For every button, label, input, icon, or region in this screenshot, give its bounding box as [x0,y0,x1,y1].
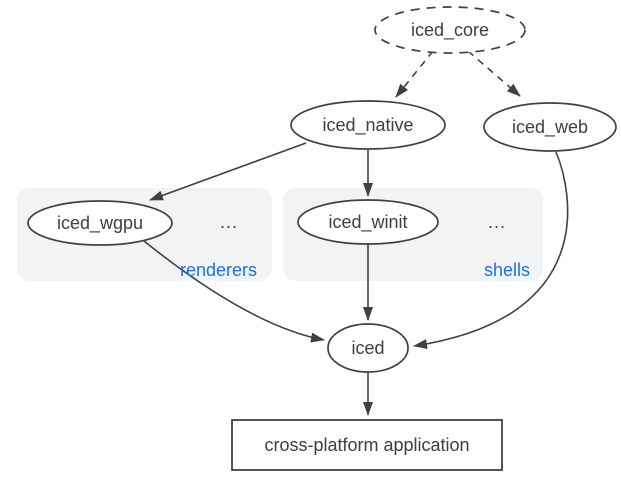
edge-iced-web-to-iced [413,151,569,349]
node-iced-shape [327,323,409,373]
node-iced-web-shape [483,102,617,152]
node-iced-label: iced [351,338,384,358]
group-renderers-label: renderers [180,260,257,280]
group-shells-label: shells [484,260,530,280]
node-iced-wgpu-label: iced_wgpu [57,213,143,234]
node-iced-winit-label: iced_winit [328,212,407,233]
node-application-box [231,419,503,471]
node-iced-core-label: iced_core [411,20,489,41]
node-iced-native-shape [290,100,446,150]
node-iced-wgpu-shape [27,200,173,246]
edge-iced-native-to-iced-wgpu [149,142,307,201]
node-iced-core-shape [374,6,526,54]
edge-iced-core-to-iced-web [467,50,521,97]
edge-iced-core-to-iced-native [395,50,434,98]
node-iced-web-label: iced_web [512,117,588,138]
node-application-label: cross-platform application [264,435,469,455]
renderers-ellipsis: ... [220,212,238,232]
node-iced-winit-shape [297,199,439,245]
edge-iced-wgpu-to-iced [143,240,325,343]
node-iced-native-label: iced_native [322,115,413,136]
shells-ellipsis: ... [488,212,506,232]
